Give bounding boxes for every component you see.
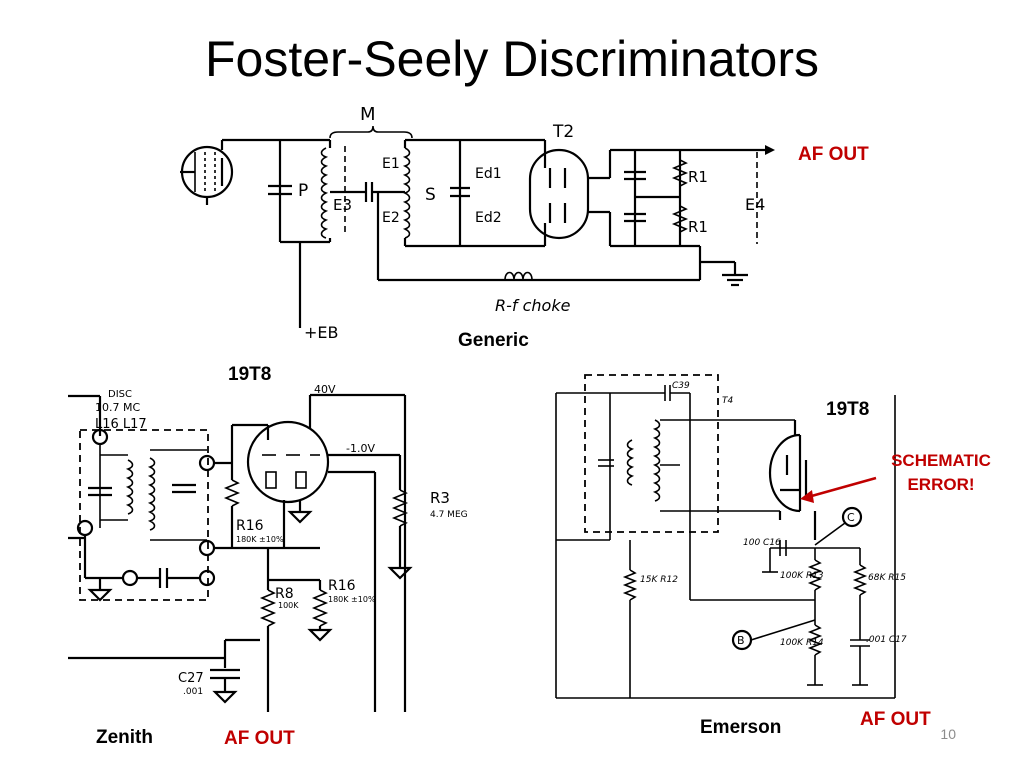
zenith-caption: Zenith — [96, 727, 153, 748]
svg-text:10.7 MC: 10.7 MC — [95, 401, 140, 414]
page-number: 10 — [940, 726, 956, 742]
svg-text:DISC: DISC — [108, 389, 132, 400]
svg-text:100K R13: 100K R13 — [780, 571, 824, 581]
generic-schematic: M P E3 E1 E2 S Ed1 Ed2 T2 R1 R1 E4 R-f c… — [180, 104, 775, 342]
svg-text:E2: E2 — [382, 210, 400, 226]
svg-text:.001: .001 — [183, 687, 203, 697]
svg-text:E3: E3 — [333, 196, 352, 214]
svg-text:L16 L17: L16 L17 — [95, 417, 147, 432]
svg-text:100K R14: 100K R14 — [780, 638, 824, 648]
svg-text:P: P — [298, 181, 308, 201]
emerson-resistor-r12 — [622, 569, 638, 601]
generic-secondary-coil — [402, 147, 411, 239]
emerson-af-out-label: AF OUT — [860, 709, 931, 730]
zenith-resistor-r16-right — [311, 589, 329, 627]
schematic-error-arrow — [807, 476, 877, 499]
svg-text:68K R15: 68K R15 — [868, 573, 906, 583]
emerson-resistor-r14 — [807, 624, 823, 656]
generic-dual-diode-tube — [528, 148, 590, 240]
generic-primary-coil — [320, 147, 329, 239]
zenith-resistor-r3 — [391, 489, 409, 527]
svg-text:15K R12: 15K R12 — [640, 575, 678, 585]
svg-text:.001 C17: .001 C17 — [866, 635, 907, 645]
zenith-resistor-r8 — [259, 589, 277, 627]
emerson-t4-can — [584, 374, 719, 533]
svg-text:R16: R16 — [236, 518, 264, 534]
emerson-19t8-tube — [768, 433, 801, 513]
zenith-resistor-r16-left — [223, 479, 241, 507]
emerson-tube-label: 19T8 — [826, 399, 870, 420]
emerson-secondary-coil — [652, 419, 661, 502]
svg-text:C27: C27 — [178, 671, 204, 686]
zenith-af-out-label: AF OUT — [224, 728, 295, 749]
zenith-schematic: DISC 10.7 MC L16 L17 40V -1.0V R3 4.7 ME… — [68, 383, 468, 712]
svg-text:180K ±10%: 180K ±10% — [328, 595, 376, 604]
svg-text:R-f choke: R-f choke — [495, 296, 571, 315]
svg-text:M: M — [360, 104, 376, 125]
zenith-19t8-tube — [246, 420, 330, 504]
svg-text:R16: R16 — [328, 578, 356, 594]
svg-text:T2: T2 — [552, 122, 574, 142]
svg-text:4.7 MEG: 4.7 MEG — [430, 510, 468, 520]
svg-text:180K ±10%: 180K ±10% — [236, 535, 284, 544]
emerson-caption: Emerson — [700, 717, 782, 738]
generic-caption: Generic — [458, 330, 529, 351]
svg-text:S: S — [425, 185, 436, 205]
svg-text:R8: R8 — [275, 586, 294, 602]
svg-text:100K: 100K — [278, 601, 299, 610]
schematic-error-label: SCHEMATIC ERROR! — [891, 451, 991, 494]
generic-af-out-label: AF OUT — [798, 144, 869, 165]
svg-text:B: B — [737, 634, 745, 647]
svg-text:100 C16: 100 C16 — [743, 538, 781, 548]
generic-resistor-r1-top — [671, 159, 689, 187]
slide-title: Foster-Seely Discriminators — [204, 31, 819, 87]
emerson-resistor-r15 — [852, 564, 868, 596]
svg-text:R1: R1 — [688, 168, 708, 186]
svg-text:R1: R1 — [688, 218, 708, 236]
svg-text:E1: E1 — [382, 156, 400, 172]
generic-resistor-r1-bottom — [671, 205, 689, 233]
svg-text:Ed1: Ed1 — [475, 166, 502, 182]
zenith-disc-transformer-can — [79, 429, 209, 601]
emerson-resistor-r13 — [807, 559, 823, 591]
svg-text:T4: T4 — [722, 396, 733, 406]
zenith-tube-label: 19T8 — [228, 364, 272, 385]
svg-text:C: C — [847, 511, 855, 524]
svg-text:E4: E4 — [745, 195, 765, 214]
svg-text:+EB: +EB — [304, 323, 339, 342]
emerson-primary-coil — [626, 439, 635, 486]
svg-text:Ed2: Ed2 — [475, 210, 502, 226]
svg-text:C39: C39 — [672, 381, 690, 391]
svg-text:-1.0V: -1.0V — [346, 442, 375, 455]
emerson-schematic: C39 T4 15K R12 100K R13 100K R14 68K R15… — [555, 374, 907, 699]
svg-text:R3: R3 — [430, 489, 450, 507]
svg-text:40V: 40V — [314, 383, 336, 396]
generic-rf-choke — [504, 271, 533, 281]
